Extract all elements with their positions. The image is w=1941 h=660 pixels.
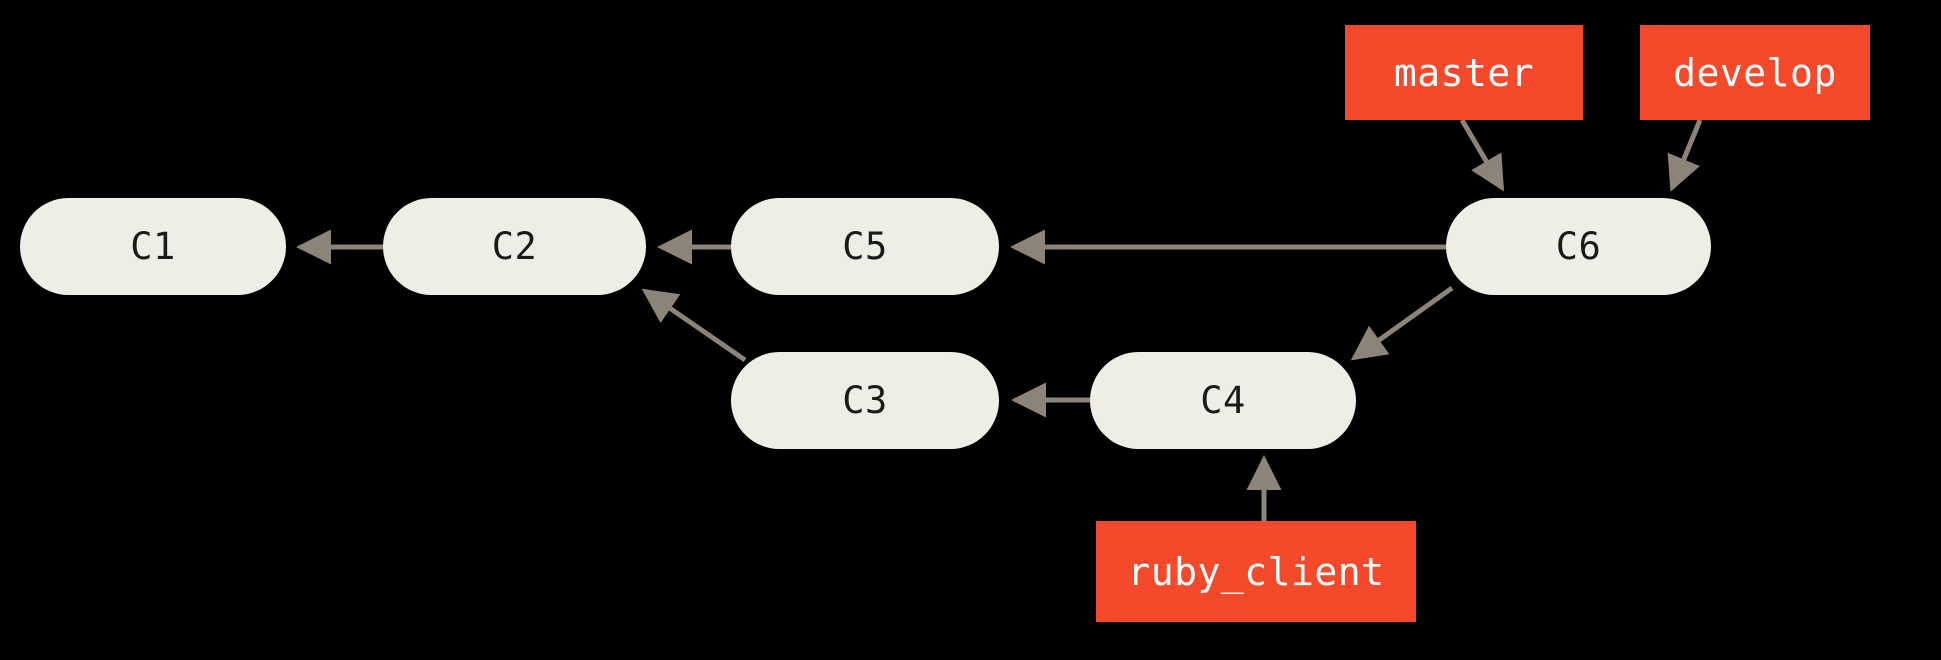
commit-label: C4: [1200, 379, 1246, 422]
branch-label-develop[interactable]: develop: [1640, 25, 1870, 120]
edge-c3-to-c2: [641, 288, 747, 363]
commit-label: C2: [491, 225, 538, 268]
commit-node-c4[interactable]: C4: [1090, 352, 1356, 449]
commit-label: C6: [1555, 225, 1602, 268]
branch-label-ruby-client[interactable]: ruby_client: [1096, 521, 1416, 622]
commit-node-c6[interactable]: C6: [1446, 198, 1711, 295]
branch-label-text: develop: [1673, 50, 1837, 95]
commit-node-c1[interactable]: C1: [20, 198, 286, 295]
edge-master-to-c6: [1459, 118, 1505, 192]
branch-label-text: ruby_client: [1127, 549, 1385, 594]
commit-node-c2[interactable]: C2: [383, 198, 646, 295]
commit-label: C5: [842, 225, 888, 268]
edge-c6-to-c4: [1350, 285, 1454, 361]
branch-label-text: master: [1393, 50, 1535, 95]
branch-label-master[interactable]: master: [1345, 25, 1583, 120]
commit-node-c5[interactable]: C5: [731, 198, 999, 295]
edge-develop-to-c6: [1667, 119, 1703, 192]
commit-label: C3: [842, 379, 888, 422]
commit-node-c3[interactable]: C3: [731, 352, 999, 449]
commit-label: C1: [130, 225, 176, 268]
